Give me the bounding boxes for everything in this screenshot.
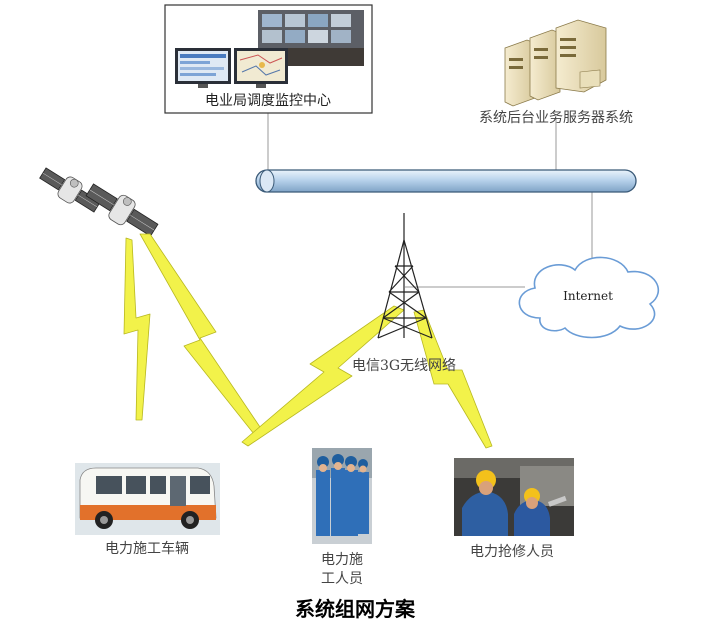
vehicle-label: 电力施工车辆 <box>105 540 189 557</box>
wireless-links <box>123 233 493 449</box>
bolt-tower-vehicle <box>241 305 405 447</box>
bolt-satellite-left <box>123 237 151 421</box>
connection-lines <box>267 113 593 288</box>
workers-label-line2: 工人员 <box>321 571 363 587</box>
satellite-icon <box>39 167 101 213</box>
repair-workers-photo <box>454 458 574 536</box>
backbone-pipe <box>255 169 637 193</box>
bus-icon <box>75 463 220 535</box>
cloud-icon <box>518 256 660 339</box>
monitor-screen-icon <box>175 48 231 88</box>
map-screen-icon <box>234 48 288 88</box>
bolt-satellite-vehicle <box>139 233 263 435</box>
monitor-center-label: 电业局调度监控中心 <box>205 93 331 109</box>
control-room-photo <box>258 10 364 66</box>
cell-tower-icon <box>377 213 433 339</box>
monitor-center: 电业局调度监控中心 <box>164 4 373 114</box>
diagram-title: 系统组网方案 <box>295 597 416 621</box>
bolt-tower-repair <box>413 309 493 449</box>
server-label: 系统后台业务服务器系统 <box>479 110 633 126</box>
workers-label-line1: 电力施 <box>321 552 363 568</box>
network-label: 电信3G无线网络 <box>352 358 456 374</box>
satellite-icon-2 <box>85 183 159 237</box>
repair-label: 电力抢修人员 <box>470 543 554 560</box>
server-icon <box>504 19 607 107</box>
workers-photo <box>312 448 372 544</box>
internet-label: Internet <box>563 289 613 303</box>
